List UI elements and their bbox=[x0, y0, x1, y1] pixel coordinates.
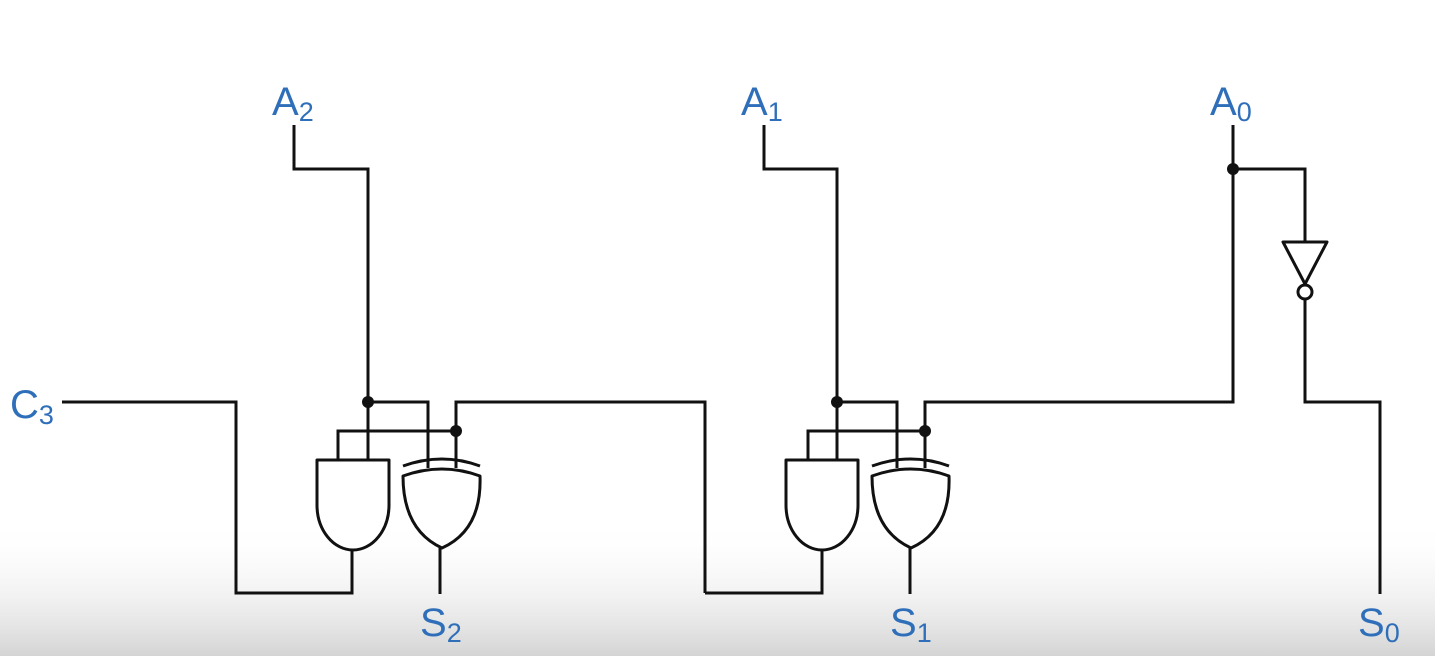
label-a1: A1 bbox=[741, 80, 783, 127]
xor-gate-bit2-back bbox=[402, 457, 481, 468]
junction-carry-1 bbox=[919, 425, 931, 437]
wire-a0-not bbox=[1233, 167, 1307, 242]
and-gate-bit1 bbox=[784, 458, 860, 552]
junction-carry-2 bbox=[450, 425, 462, 437]
wire-carry-2-and bbox=[336, 429, 456, 460]
xor-gate-bit2 bbox=[401, 467, 482, 550]
label-a2: A2 bbox=[272, 80, 314, 127]
label-s0: S0 bbox=[1358, 601, 1400, 648]
wire-a1 bbox=[762, 125, 839, 460]
label-s2: S2 bbox=[420, 601, 462, 648]
label-c3: C3 bbox=[10, 383, 54, 430]
wire-carry-1 bbox=[923, 169, 1235, 468]
label-s1: S1 bbox=[890, 601, 932, 648]
not-gate-bit0 bbox=[1281, 240, 1329, 286]
not-gate-bubble bbox=[1296, 283, 1314, 301]
wire-a2 bbox=[292, 125, 370, 460]
wire-carry-1-and bbox=[806, 429, 925, 460]
wire-carry-2 bbox=[705, 550, 824, 595]
xor-gate-bit1-back bbox=[871, 457, 950, 468]
wire-c3 bbox=[62, 400, 354, 595]
wire-s0 bbox=[1303, 300, 1382, 594]
and-gate-bit2 bbox=[315, 458, 391, 552]
label-a0: A0 bbox=[1210, 80, 1252, 127]
junction-a2 bbox=[362, 396, 374, 408]
junction-a0 bbox=[1227, 163, 1239, 175]
junction-a1 bbox=[831, 396, 843, 408]
wire-a1-xor bbox=[837, 400, 899, 468]
bottom-fade bbox=[0, 520, 1435, 656]
wire-a2-xor bbox=[368, 400, 430, 468]
xor-gate-bit1 bbox=[870, 467, 951, 550]
